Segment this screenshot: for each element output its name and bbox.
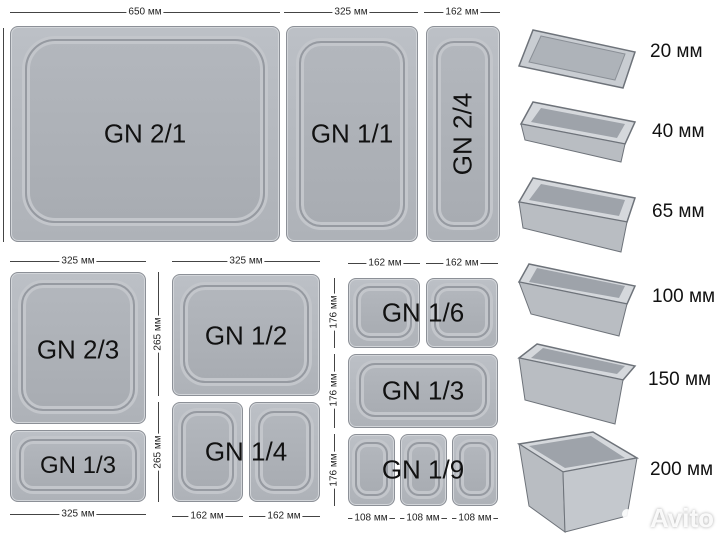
pan-label: GN 1/9 xyxy=(381,454,465,485)
dim-265: 265 мм xyxy=(152,315,164,353)
pan-65mm-icon xyxy=(517,177,636,253)
pan-label: GN 1/3 xyxy=(381,375,465,406)
depth-label: 40 мм xyxy=(652,121,705,142)
depth-label: 20 мм xyxy=(650,41,703,62)
dim-265: 265 мм xyxy=(152,433,164,471)
dim-108: 108 мм xyxy=(404,512,442,524)
pan-gn-1-2 xyxy=(172,274,320,396)
pan-gn-2-4 xyxy=(426,26,500,242)
pan-gn-1-3-b xyxy=(348,354,498,428)
dim-162: 162 мм xyxy=(265,510,303,522)
pan-gn-1-4-left xyxy=(172,402,243,502)
pan-label: GN 1/2 xyxy=(204,320,288,351)
dim-108: 108 мм xyxy=(352,512,390,524)
depth-label: 65 мм xyxy=(652,201,705,222)
dim-162: 162 мм xyxy=(366,257,404,269)
pan-gn-1-1 xyxy=(286,26,418,242)
watermark-text: Avito xyxy=(649,503,714,533)
pan-label: GN 2/1 xyxy=(103,118,187,149)
dim-108: 108 мм xyxy=(456,512,494,524)
dim-line-left xyxy=(3,28,4,242)
depth-label: 150 мм xyxy=(648,369,712,390)
dim-325: 325 мм xyxy=(59,508,97,520)
dim-162: 162 мм xyxy=(188,510,226,522)
pan-label: GN 2/3 xyxy=(36,334,120,365)
avito-logo-icon xyxy=(621,508,643,529)
depth-label: 200 мм xyxy=(650,459,714,480)
pan-gn-1-3-a xyxy=(10,430,146,502)
dim-650: 650 мм xyxy=(126,6,164,18)
pan-100mm-icon xyxy=(517,263,637,337)
depth-label: 100 мм xyxy=(652,286,716,307)
pan-label: GN 2/4 xyxy=(447,92,478,176)
pan-gn-1-9-a xyxy=(348,434,395,506)
pan-label: GN 1/4 xyxy=(204,436,288,467)
pan-gn-1-6-left xyxy=(348,278,420,348)
pan-gn-1-4-right xyxy=(249,402,320,502)
dim-162: 162 мм xyxy=(443,257,481,269)
pan-gn-2-3 xyxy=(10,272,146,424)
dim-162: 162 мм xyxy=(443,6,481,18)
pan-40mm-icon xyxy=(519,101,637,163)
pan-gn-1-6-right xyxy=(426,278,498,348)
pan-200mm-icon xyxy=(516,431,640,534)
dim-176: 176 мм xyxy=(328,451,340,489)
dim-176: 176 мм xyxy=(328,293,340,331)
watermark: Avito xyxy=(620,503,714,534)
dim-325: 325 мм xyxy=(59,255,97,267)
dim-176: 176 мм xyxy=(328,371,340,409)
pan-20mm-icon xyxy=(517,29,636,89)
pan-gn-1-9-c xyxy=(452,434,498,506)
pan-gn-1-9-b xyxy=(400,434,447,506)
pan-150mm-icon xyxy=(517,343,637,425)
pan-gn-2-1 xyxy=(10,26,280,242)
pan-label: GN 1/1 xyxy=(310,118,394,149)
pan-label: GN 1/3 xyxy=(39,452,117,479)
dim-325: 325 мм xyxy=(227,255,265,267)
pan-label: GN 1/6 xyxy=(381,297,465,328)
dim-325: 325 мм xyxy=(332,6,370,18)
